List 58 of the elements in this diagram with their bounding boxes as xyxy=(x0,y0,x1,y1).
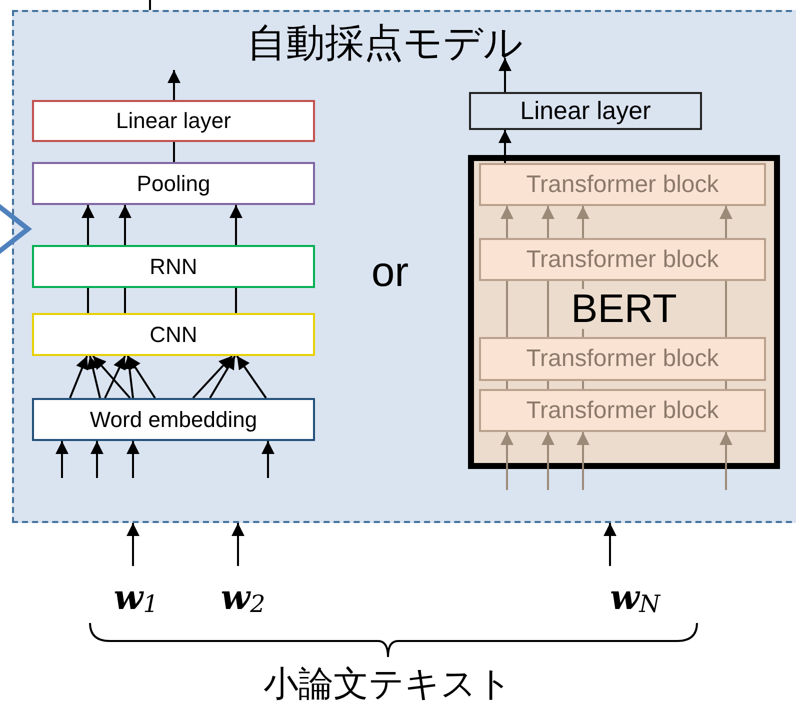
arrow xyxy=(720,432,732,490)
arrow xyxy=(604,523,616,566)
arrow xyxy=(542,206,554,238)
arrow xyxy=(82,205,94,245)
arrow xyxy=(542,432,554,490)
connector-line xyxy=(506,381,508,389)
arrow xyxy=(90,441,104,478)
block-box: Transformer block xyxy=(479,337,766,381)
connector-line xyxy=(582,381,584,389)
block-box: Transformer block xyxy=(479,389,766,432)
connector-line xyxy=(725,381,727,389)
arrow xyxy=(232,523,244,566)
connector-line xyxy=(547,381,549,389)
connector-line xyxy=(235,288,237,313)
arrow xyxy=(500,206,514,238)
arrow xyxy=(127,355,156,399)
arrow xyxy=(168,70,180,100)
arrow xyxy=(498,58,512,92)
or-label: or xyxy=(371,248,409,296)
layer-box: Linear layer xyxy=(32,100,315,142)
input-token: w$_{1}$ xyxy=(100,566,172,618)
layer-box: RNN xyxy=(32,245,315,288)
arrow xyxy=(262,441,274,478)
arrow xyxy=(56,441,68,478)
connector-line xyxy=(87,288,89,313)
arrow xyxy=(720,206,732,238)
arrow xyxy=(192,355,233,399)
connector-line xyxy=(725,281,727,337)
connector-line xyxy=(173,142,175,162)
layer-box: Pooling xyxy=(32,162,315,205)
arrow xyxy=(118,205,132,245)
block-box: Transformer block xyxy=(479,163,766,206)
arrow xyxy=(92,355,131,399)
arrow xyxy=(498,130,512,163)
input-token: w$_{2}$ xyxy=(207,566,279,618)
layer-box: CNN xyxy=(32,313,315,356)
arrow xyxy=(230,205,242,245)
connector-line xyxy=(506,281,508,337)
connector-line xyxy=(124,288,126,313)
block-box: Transformer block xyxy=(479,238,766,281)
arrow xyxy=(123,356,136,398)
arrow xyxy=(500,432,514,490)
arrow xyxy=(86,356,101,398)
arrow xyxy=(576,206,590,238)
arrow xyxy=(126,441,140,478)
arrow xyxy=(236,355,267,399)
layer-box: Word embedding xyxy=(32,398,315,441)
arrow xyxy=(209,355,236,399)
arrow xyxy=(576,432,590,490)
connector-line xyxy=(547,281,549,337)
arrow xyxy=(126,523,140,566)
caption: 小論文テキスト xyxy=(264,664,512,706)
arrow xyxy=(104,356,126,398)
layer-box: Linear layer xyxy=(469,92,702,130)
frame-heading: 自動採点モデル xyxy=(247,21,523,67)
arrow xyxy=(69,356,88,398)
input-token: w$_{N}$ xyxy=(590,566,680,618)
connector-line xyxy=(149,0,151,10)
